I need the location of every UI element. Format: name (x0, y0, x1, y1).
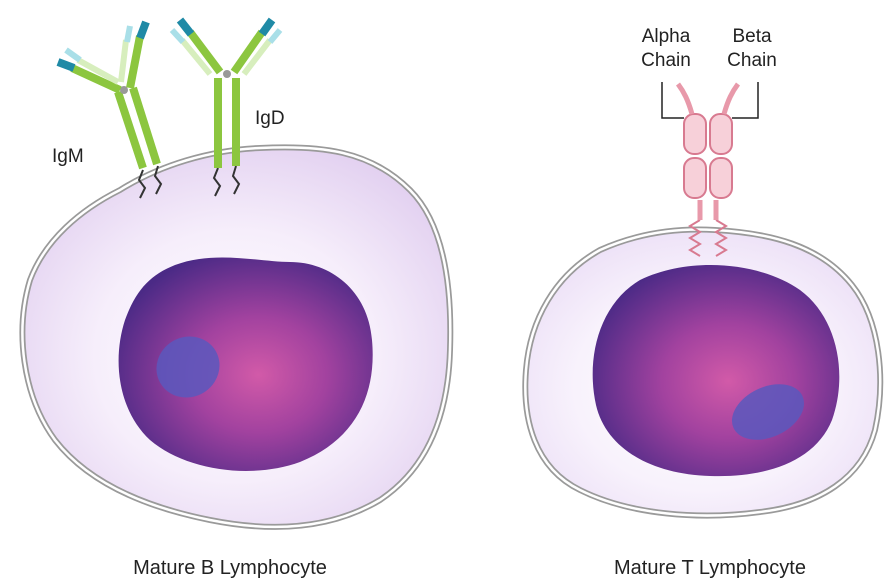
beta-chain-label-line1: Beta (732, 26, 772, 47)
t-cell: Alpha Chain Beta Chain Mature T Lymphocy… (525, 26, 880, 579)
alpha-chain-label-line2: Chain (641, 50, 691, 71)
t-cell-nucleus (593, 265, 840, 476)
igm-receptor (58, 22, 161, 198)
igm-label: IgM (52, 146, 84, 167)
alpha-chain-label-line1: Alpha (642, 26, 691, 47)
b-cell: IgM IgD Mature B Lymphocyte (22, 20, 450, 579)
t-cell-caption: Mature T Lymphocyte (614, 557, 806, 579)
b-cell-caption: Mature B Lymphocyte (133, 557, 327, 579)
b-cell-nucleus (119, 257, 373, 471)
beta-chain-label-line2: Chain (727, 50, 777, 71)
igd-label: IgD (255, 108, 285, 129)
